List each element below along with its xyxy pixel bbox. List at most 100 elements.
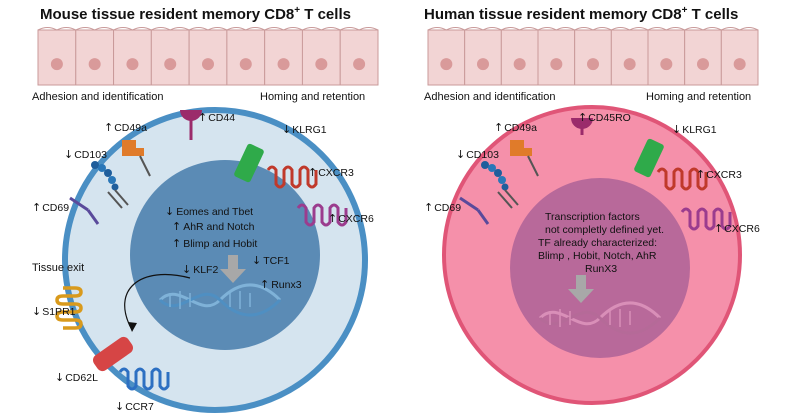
epithelial-cell-nucleus xyxy=(733,58,746,71)
right-cd49a-receptor-icon xyxy=(510,140,539,177)
right-cxcr3-label: ↑CXCR3 xyxy=(696,168,742,181)
epithelial-cell-apex xyxy=(264,27,303,31)
epithelial-cell-apex xyxy=(427,27,465,31)
epithelial-cell-nucleus xyxy=(164,58,177,71)
right-cd103-receptor-icon xyxy=(481,161,519,209)
epithelial-cell-nucleus xyxy=(440,58,453,71)
epithelial-cell xyxy=(37,29,77,86)
epithelial-cell-apex xyxy=(339,27,379,31)
epithelial-cell-nucleus xyxy=(697,58,709,71)
epithelial-cell-apex xyxy=(574,27,612,31)
right-nuc-line-3: Blimp , Hobit, Notch, AhR xyxy=(538,250,657,262)
right-cd49a-label: ↑CD49a xyxy=(494,121,537,134)
left-panel-title: Mouse tissue resident memory CD8+ T cell… xyxy=(40,5,351,23)
left-adhesion-label: Adhesion and identification xyxy=(32,91,163,103)
left-nuc-tcf1: ↓TCF1 xyxy=(252,254,290,267)
right-klrg1-receptor-icon xyxy=(634,138,664,178)
left-cxcr6-label: ↑CXCR6 xyxy=(328,212,374,225)
epithelial-cell xyxy=(301,29,341,86)
epithelial-cell-apex xyxy=(113,27,152,31)
epithelial-cell-nucleus xyxy=(513,58,526,71)
epithelial-cell-nucleus xyxy=(239,58,252,71)
epithelial-cell-apex xyxy=(151,27,190,31)
left-ccr7-label: ↓CCR7 xyxy=(115,400,154,413)
right-epithelium xyxy=(427,27,759,86)
left-cd62l-receptor-icon xyxy=(92,336,134,372)
left-klrg1-receptor-icon xyxy=(234,143,264,183)
right-cd45ro-label: ↑CD45RO xyxy=(578,111,631,124)
epithelial-cell-apex xyxy=(684,27,722,31)
right-nuc-line-4: RunX3 xyxy=(585,263,617,275)
epithelial-cell xyxy=(610,29,649,86)
left-cd69-label: ↑CD69 xyxy=(32,201,69,214)
left-nuc-ahr: ↑AhR and Notch xyxy=(172,220,255,233)
left-homing-label: Homing and retention xyxy=(260,91,365,103)
epithelial-cell-apex xyxy=(721,27,759,31)
left-tissue-exit-label: Tissue exit xyxy=(32,262,84,274)
epithelial-cell xyxy=(150,29,190,86)
epithelial-cell xyxy=(464,29,502,86)
left-nuc-eomes: ↓Eomes and Tbet xyxy=(165,205,253,218)
left-cd62l-label: ↓CD62L xyxy=(55,371,98,384)
epithelial-cell-apex xyxy=(611,27,649,31)
epithelial-cell xyxy=(720,29,759,86)
left-panel: Mouse tissue resident memory CD8+ T cell… xyxy=(32,5,379,413)
epithelial-cell-nucleus xyxy=(550,58,563,71)
left-nucleus xyxy=(130,160,320,350)
left-klrg1-label: ↓KLRG1 xyxy=(282,123,327,136)
left-cd44-label: ↑CD44 xyxy=(198,111,235,124)
epithelial-cell xyxy=(427,29,466,86)
left-cd44-receptor-icon xyxy=(180,110,202,140)
epithelial-cell-nucleus xyxy=(660,58,673,71)
left-gray-down-arrow-icon xyxy=(220,255,246,283)
left-cxcr3-label: ↑CXCR3 xyxy=(308,166,354,179)
right-cd69-receptor-icon xyxy=(459,196,490,225)
left-cd49a-receptor-icon xyxy=(122,140,151,177)
left-cd103-receptor-icon xyxy=(91,161,129,209)
epithelial-cell xyxy=(574,29,612,86)
epithelial-cell-nucleus xyxy=(126,58,139,71)
epithelial-cell-apex xyxy=(226,27,265,31)
right-panel: Human tissue resident memory CD8+ T cell… xyxy=(424,5,760,405)
right-cd103-label: ↓CD103 xyxy=(456,148,499,161)
right-cd45ro-receptor-icon xyxy=(571,118,593,135)
right-panel-title: Human tissue resident memory CD8+ T cell… xyxy=(424,5,738,23)
epithelial-cell xyxy=(226,29,266,86)
left-nuc-klf2: ↓KLF2 xyxy=(182,263,218,276)
epithelial-cell-apex xyxy=(647,27,685,31)
right-adhesion-label: Adhesion and identification xyxy=(424,91,555,103)
right-klrg1-label: ↓KLRG1 xyxy=(672,123,717,136)
epithelial-cell-nucleus xyxy=(587,58,599,71)
epithelial-cell-nucleus xyxy=(315,58,328,71)
right-nuc-line-1: not completly defined yet. xyxy=(545,224,664,236)
epithelial-cell-nucleus xyxy=(50,58,63,71)
right-nuc-line-2: TF already characterized: xyxy=(538,237,657,249)
epithelial-cell xyxy=(500,29,539,86)
left-exit-curve-arrow xyxy=(124,273,191,331)
epithelial-cell-apex xyxy=(464,27,502,31)
right-nucleus-text: Transcription factors not completly defi… xyxy=(538,211,664,275)
epithelial-cell-nucleus xyxy=(277,58,290,71)
epithelial-cell-apex xyxy=(302,27,341,31)
epithelial-cell-apex xyxy=(501,27,539,31)
epithelial-cell-nucleus xyxy=(353,58,366,71)
epithelial-cell-nucleus xyxy=(88,58,101,71)
epithelial-cell xyxy=(339,29,379,86)
epithelial-cell xyxy=(113,29,152,86)
epithelial-cell xyxy=(188,29,228,86)
epithelial-cell-apex xyxy=(37,27,77,31)
epithelial-cell xyxy=(684,29,722,86)
left-cd69-receptor-icon xyxy=(69,196,100,225)
left-s1pr1-label: ↓S1PR1 xyxy=(32,305,76,318)
epithelial-cell xyxy=(75,29,115,86)
left-cd49a-label: ↑CD49a xyxy=(104,121,147,134)
epithelial-cell xyxy=(264,29,303,86)
epithelial-cell-nucleus xyxy=(623,58,636,71)
epithelial-cell-apex xyxy=(75,27,114,31)
epithelial-cell-nucleus xyxy=(477,58,489,71)
left-exit-arrow-head-icon xyxy=(128,322,137,332)
left-epithelium xyxy=(37,27,379,86)
epithelial-cell xyxy=(647,29,686,86)
left-nuc-blimp: ↑Blimp and Hobit xyxy=(172,237,257,250)
